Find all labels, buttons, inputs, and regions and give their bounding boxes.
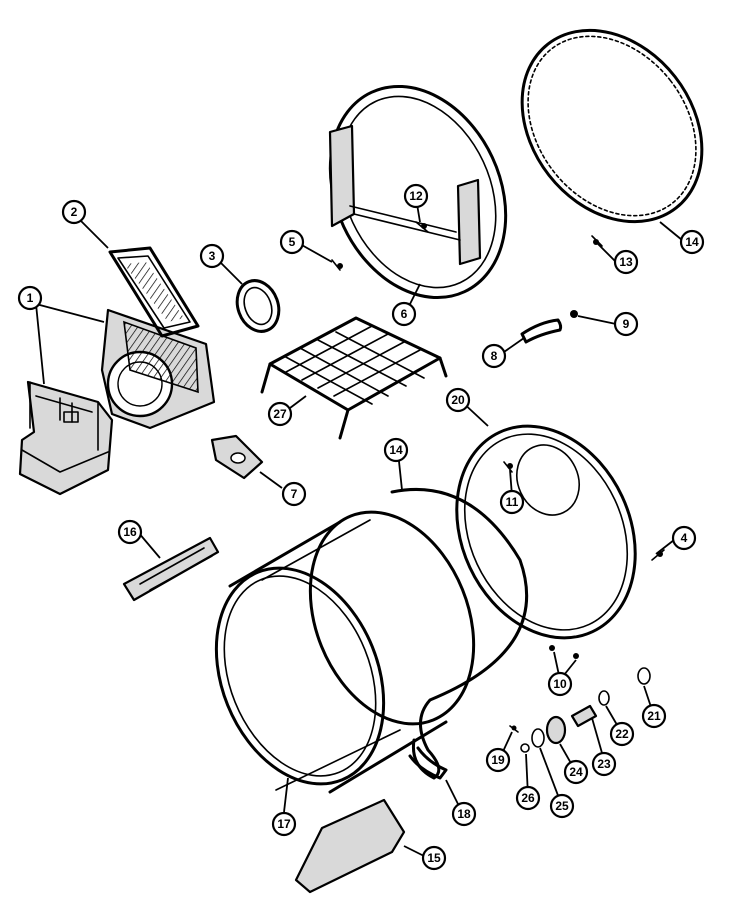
part-16-baffle [122, 536, 220, 602]
part-1-duct-upper [100, 308, 216, 430]
callout-7: 7 [281, 481, 307, 507]
callout-label-23: 23 [597, 757, 611, 771]
part-21-ring [637, 667, 651, 685]
part-1-duct-lower [18, 380, 114, 496]
callout-18: 18 [451, 801, 477, 827]
callout-label-9: 9 [623, 317, 630, 331]
callout-label-15: 15 [427, 851, 441, 865]
callout-22: 22 [609, 721, 635, 747]
callout-1: 1 [17, 285, 43, 311]
callout-6: 6 [391, 301, 417, 327]
part-23-shaft [570, 704, 598, 728]
callout-label-14-top: 14 [685, 235, 699, 249]
callout-label-16: 16 [123, 525, 137, 539]
callout-label-24: 24 [569, 765, 583, 779]
callout-label-13: 13 [619, 255, 633, 269]
callout-label-17: 17 [277, 817, 291, 831]
callout-label-11: 11 [506, 495, 519, 509]
callout-label-14-mid: 14 [389, 443, 403, 457]
callout-5: 5 [279, 229, 305, 255]
callout-20: 20 [445, 387, 471, 413]
part-2-lint-filter [108, 246, 200, 338]
part-9-screw [570, 310, 578, 318]
part-10-screws [549, 645, 579, 659]
callout-3: 3 [199, 243, 225, 269]
callout-label-5: 5 [289, 235, 296, 249]
part-8-strap [520, 318, 563, 344]
callout-23: 23 [591, 751, 617, 777]
callout-label-20: 20 [451, 393, 465, 407]
part-14-drum-seal-rear [390, 487, 529, 780]
part-26-washer [520, 743, 530, 753]
part-22-ring [598, 690, 610, 706]
callout-15: 15 [421, 845, 447, 871]
part-7-bracket [210, 434, 264, 480]
callout-25: 25 [549, 793, 575, 819]
callout-label-2: 2 [71, 205, 78, 219]
callout-label-19: 19 [491, 753, 505, 767]
part-14-drum-seal-top [520, 28, 704, 224]
callout-2: 2 [61, 199, 87, 225]
callout-27: 27 [267, 401, 293, 427]
callout-14-mid: 14 [383, 437, 409, 463]
callout-label-3: 3 [209, 249, 216, 263]
callout-17: 17 [271, 811, 297, 837]
part-18-belt [408, 746, 448, 780]
callout-label-6: 6 [401, 307, 408, 321]
callout-label-21: 21 [647, 709, 661, 723]
callout-label-12: 12 [409, 189, 423, 203]
part-5-screw [331, 259, 343, 271]
callout-4: 4 [671, 525, 697, 551]
part-25-ring [531, 728, 545, 748]
callout-label-18: 18 [457, 807, 471, 821]
callout-label-27: 27 [273, 407, 287, 421]
part-13-screw [591, 235, 603, 247]
part-15-cover [294, 798, 406, 894]
callout-label-22: 22 [615, 727, 629, 741]
callout-19: 19 [485, 747, 511, 773]
part-11-clip [503, 461, 513, 473]
callout-9: 9 [613, 311, 639, 337]
part-27-rack [260, 316, 448, 440]
callout-11: 11 [499, 489, 525, 515]
callout-10: 10 [547, 671, 573, 697]
callout-label-25: 25 [555, 799, 569, 813]
callout-label-1: 1 [27, 291, 34, 305]
callout-label-8: 8 [491, 349, 498, 363]
part-20-rear-bulkhead [455, 424, 637, 640]
callout-13: 13 [613, 249, 639, 275]
callout-26: 26 [515, 785, 541, 811]
callout-21: 21 [641, 703, 667, 729]
part-3-seal-ring [235, 279, 281, 333]
callout-label-4: 4 [681, 531, 688, 545]
callout-14-top: 14 [679, 229, 705, 255]
part-12-clip [415, 221, 429, 233]
callout-label-10: 10 [553, 677, 567, 691]
part-17-drum [214, 510, 476, 794]
part-24-roller [545, 715, 567, 745]
callout-label-7: 7 [291, 487, 298, 501]
callout-16: 16 [117, 519, 143, 545]
callout-24: 24 [563, 759, 589, 785]
part-6-front-bulkhead [328, 84, 508, 300]
part-19-clip [509, 725, 519, 733]
callout-8: 8 [481, 343, 507, 369]
callout-label-26: 26 [521, 791, 535, 805]
callout-12: 12 [403, 183, 429, 209]
